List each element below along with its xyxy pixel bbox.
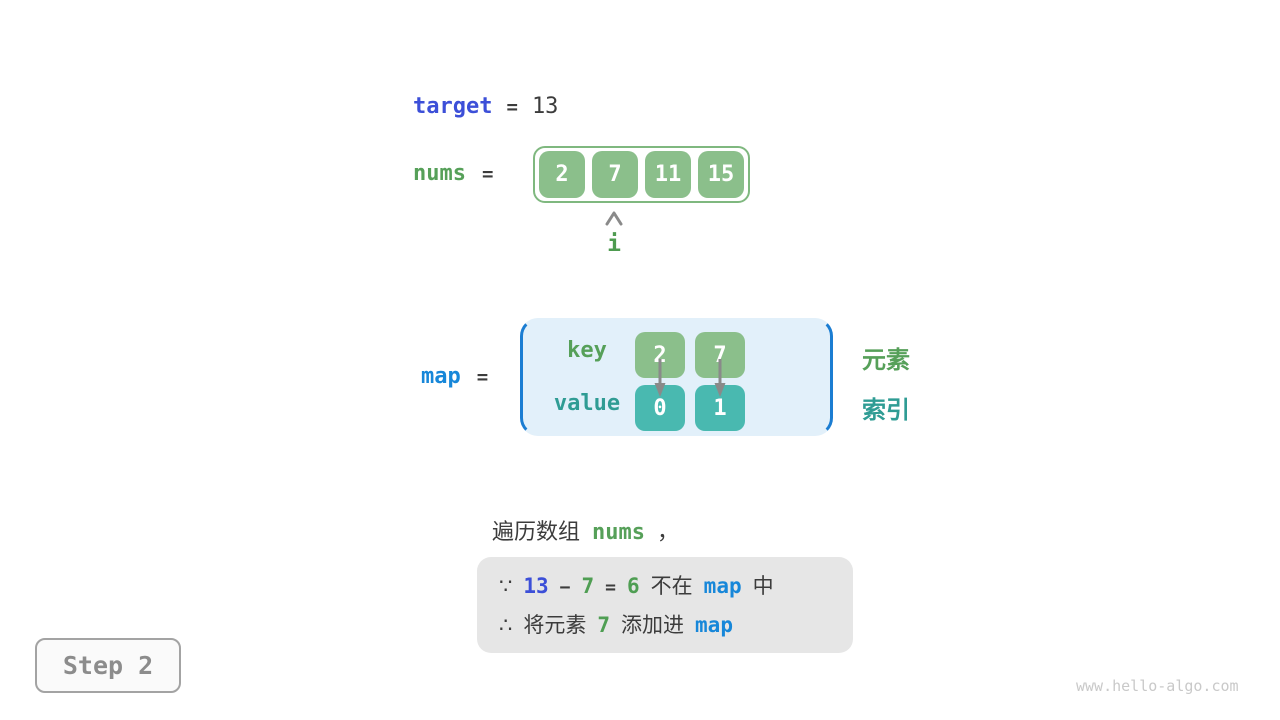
difference: 6	[627, 574, 640, 598]
action-prefix-text: 将元素	[523, 614, 587, 637]
map-value-label: value	[553, 391, 621, 416]
note-line-1: ∵ 13 − 7 = 6 不在 map 中	[499, 570, 831, 600]
because-symbol: ∵	[499, 575, 513, 598]
therefore-symbol: ∴	[499, 614, 513, 637]
map-label-line: map =	[421, 364, 488, 389]
pointer-up-icon	[605, 211, 623, 226]
nums-label: nums	[413, 161, 466, 186]
note-line-2: ∴ 将元素 7 添加进 map	[499, 609, 831, 639]
array-cell: 7	[592, 151, 638, 198]
element-value: 7	[597, 613, 611, 637]
action-text: 添加进	[621, 614, 685, 637]
index-label: 索引	[862, 397, 910, 424]
target-label: target	[413, 94, 493, 119]
nums-label-line: nums =	[413, 161, 493, 186]
map-ref: map	[695, 613, 733, 637]
array-cell: 11	[645, 151, 691, 198]
key-to-value-arrow-icon	[714, 359, 726, 397]
step-badge: Step 2	[35, 638, 181, 693]
map-value-cell: 1	[695, 385, 745, 431]
equals-sign: =	[481, 163, 494, 185]
pointer-label: i	[607, 231, 621, 257]
map-key-label: key	[567, 338, 607, 363]
map-container: key value 2 7 0 1	[520, 318, 833, 436]
array-cell: 2	[539, 151, 585, 198]
map-label: map	[421, 364, 461, 389]
target-value: 13	[531, 94, 559, 119]
element-label: 元素	[862, 347, 910, 374]
subtrahend: 7	[581, 574, 595, 598]
nums-array: 2 7 11 15	[533, 146, 750, 203]
map-value-cell: 0	[635, 385, 685, 431]
caption-code: nums	[592, 520, 645, 545]
equals-sign: =	[476, 366, 489, 388]
target-line: target = 13	[413, 94, 558, 119]
caption-prefix: 遍历数组	[492, 519, 581, 544]
caption-comma: ，	[657, 519, 680, 544]
minus-sign: −	[559, 577, 571, 598]
equals-sign: =	[605, 577, 617, 598]
not-in-text: 不在	[650, 575, 693, 598]
watermark: www.hello-algo.com	[1076, 677, 1239, 695]
in-suffix-text: 中	[752, 575, 774, 598]
caption: 遍历数组 nums ，	[492, 514, 679, 546]
map-ref: map	[703, 574, 742, 598]
equals-sign: =	[506, 96, 518, 118]
minuend: 13	[523, 574, 549, 598]
key-to-value-arrow-icon	[654, 359, 666, 397]
array-cell: 15	[698, 151, 744, 198]
note-box: ∵ 13 − 7 = 6 不在 map 中 ∴ 将元素 7 添加进 map	[477, 557, 853, 653]
